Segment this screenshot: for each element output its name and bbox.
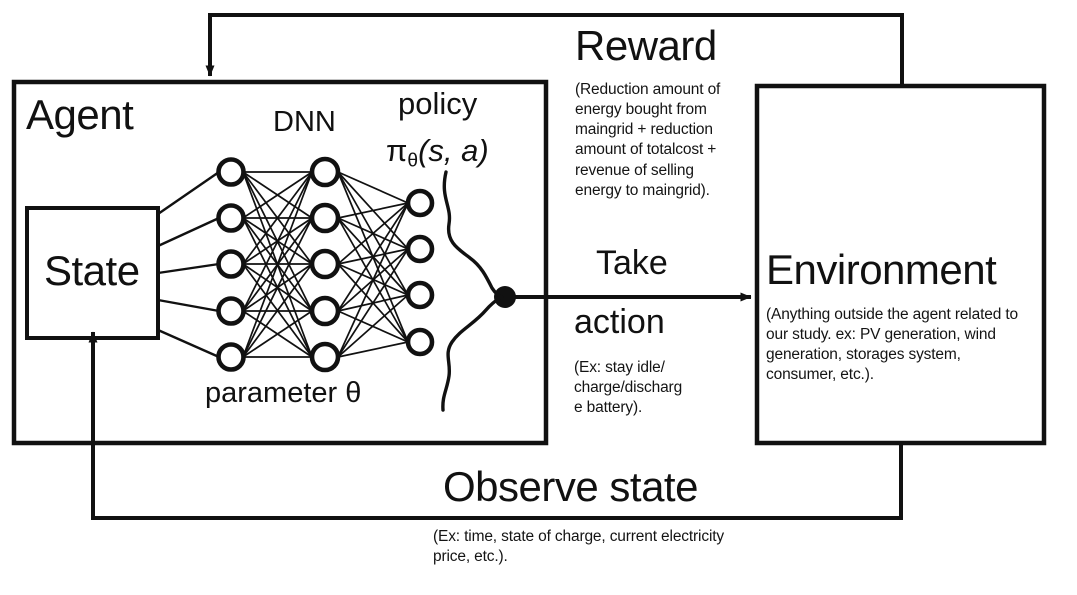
network-input-layer bbox=[216, 157, 246, 372]
agent-label: Agent bbox=[26, 91, 134, 138]
policy-arguments: (s, a) bbox=[418, 133, 489, 168]
network-edges-input-hidden bbox=[242, 171, 313, 358]
observe-state-arrow bbox=[88, 331, 903, 520]
environment-label: Environment bbox=[766, 246, 997, 293]
network-edges-state-input bbox=[157, 171, 220, 359]
policy-theta-subscript: θ bbox=[407, 150, 419, 172]
network-edges-hidden-output bbox=[337, 171, 409, 358]
environment-description: (Anything outside the agent related to o… bbox=[766, 306, 1018, 384]
policy-pi-symbol: π bbox=[386, 133, 408, 168]
reward-arrow bbox=[205, 13, 904, 86]
observe-state-description: (Ex: time, state of charge, current elec… bbox=[433, 528, 724, 566]
reward-label: Reward bbox=[575, 22, 717, 69]
network-hidden-layer bbox=[309, 156, 341, 373]
state-label: State bbox=[44, 247, 140, 294]
action-description: (Ex: stay idle/ charge/discharg e batter… bbox=[574, 359, 683, 417]
take-action-label-line1: Take bbox=[596, 244, 668, 282]
take-action-label-line2: action bbox=[574, 303, 665, 341]
observe-state-label: Observe state bbox=[443, 463, 698, 510]
agent-box bbox=[11, 79, 549, 446]
network-output-layer bbox=[405, 188, 435, 357]
policy-formula: πθ(s, a) bbox=[386, 135, 489, 171]
reward-description: (Reduction amount of energy bought from … bbox=[575, 81, 721, 199]
policy-output-dot bbox=[494, 286, 516, 308]
dnn-label: DNN bbox=[273, 106, 336, 138]
parameter-label: parameter θ bbox=[205, 377, 362, 409]
policy-label: policy bbox=[398, 86, 478, 121]
policy-distribution-curve bbox=[441, 170, 505, 412]
